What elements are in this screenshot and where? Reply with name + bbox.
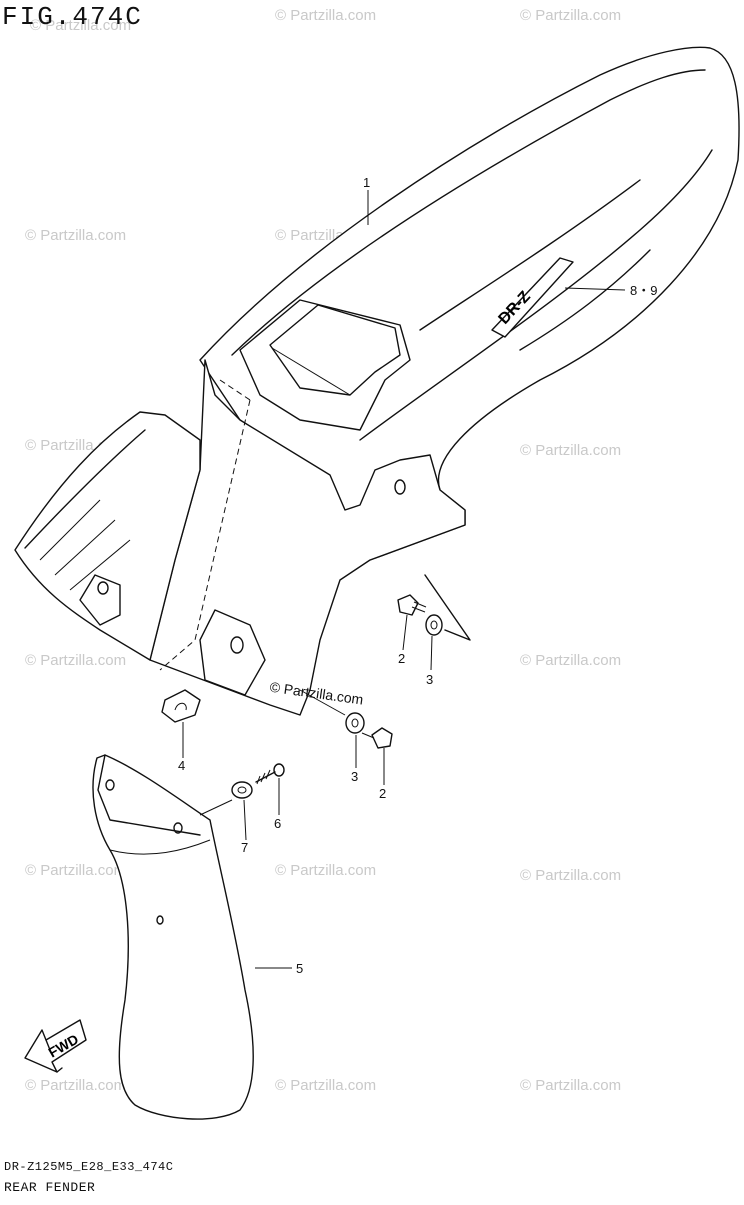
forward-arrow-icon: FWD [24,1019,87,1073]
figure-name: REAR FENDER [4,1180,96,1195]
washer-part-3-upper[interactable] [425,614,443,636]
figure-code: DR-Z125M5_E28_E33_474C [4,1160,174,1174]
mud-flap-part-5[interactable] [92,754,254,1120]
callout-5[interactable]: 5 [296,961,303,976]
callout-3-lower[interactable]: 3 [351,769,358,784]
watermark: © Partzilla.com [25,652,126,669]
rear-fender-part-1[interactable]: DR-Z [14,46,740,716]
bolt-part-2-lower[interactable] [361,727,393,749]
callout-7[interactable]: 7 [241,840,248,855]
washer-part-7[interactable] [231,781,253,799]
watermark: © Partzilla.com [275,862,376,879]
washer-part-3-lower[interactable] [345,712,365,734]
bolt-part-2-upper[interactable] [397,594,427,616]
callout-3-upper[interactable]: 3 [426,672,433,687]
callout-6[interactable]: 6 [274,816,281,831]
callout-8-9[interactable]: 8・9 [630,283,657,298]
watermark: © Partzilla.com [25,1077,126,1094]
callout-4[interactable]: 4 [178,758,185,773]
watermark: © Partzilla.com [30,17,131,34]
callout-leaders [182,190,626,969]
watermark: © Partzilla.com [520,1077,621,1094]
watermark: © Partzilla.com [520,442,621,459]
callout-1[interactable]: 1 [363,175,370,190]
callout-2-lower[interactable]: 2 [379,786,386,801]
callout-labels: 1 8・9 2 3 4 3 2 6 7 5 [178,175,657,976]
watermark: © Partzilla.com [25,227,126,244]
screw-part-6[interactable] [255,763,285,785]
watermark: © Partzilla.com [520,867,621,884]
grommet-part-4[interactable] [161,689,201,723]
callout-2-upper[interactable]: 2 [398,651,405,666]
watermark: © Partzilla.com [275,1077,376,1094]
figure-title: FIG.474C [2,2,143,32]
watermark: © Partzilla.com [275,7,376,24]
watermark: © Partzilla.com [520,7,621,24]
watermark: © Partzilla.com [25,862,126,879]
watermark: © Partzilla.com [520,652,621,669]
